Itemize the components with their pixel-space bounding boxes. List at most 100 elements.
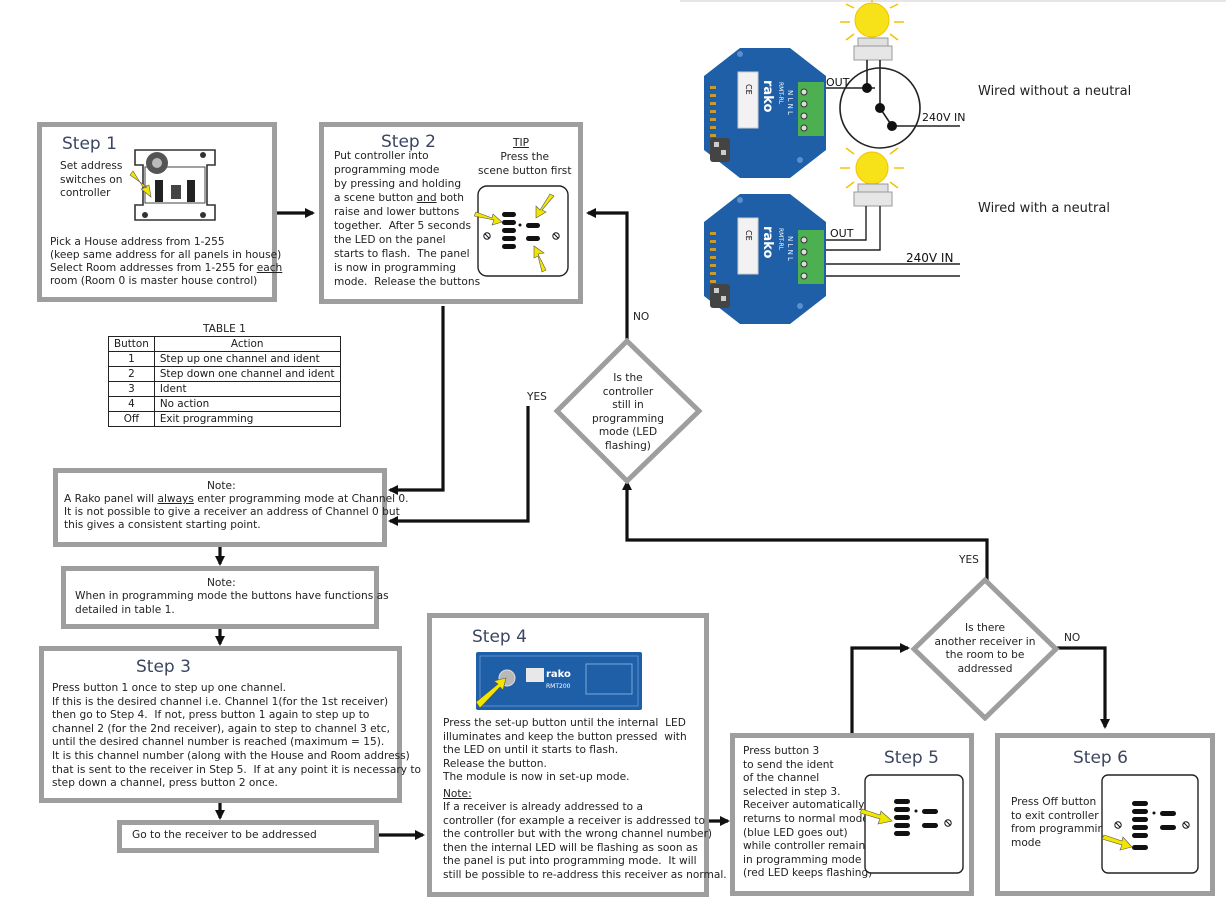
step2-line4: a scene button and both <box>334 192 465 204</box>
table-cell-button: Off <box>108 411 155 427</box>
step2-line7: the LED on the panel <box>334 234 446 246</box>
table-cell-button: 4 <box>108 396 155 412</box>
table1-header-action: Action <box>153 336 341 352</box>
step1-side-text: Set address switches on controller <box>60 160 123 200</box>
decision2-diamond <box>910 577 1060 721</box>
receiver-module-2: CE rako RMT-RL N L N L <box>704 194 826 324</box>
svg-text:N L N L: N L N L <box>786 90 794 115</box>
table1-header-button: Button <box>108 336 155 352</box>
step1-title: Step 1 <box>62 134 117 154</box>
table-cell-action: Exit programming <box>153 411 341 427</box>
note1-line3: this gives a consistent starting point. <box>64 519 261 531</box>
table-cell-button: 2 <box>108 366 155 382</box>
table-cell-button: 3 <box>108 381 155 397</box>
step2-line3: by pressing and holding <box>334 178 462 190</box>
step4-title: Step 4 <box>472 627 527 647</box>
decision2-text: Is there another receiver in the room to… <box>934 622 1036 675</box>
receiver-module-1: CE rako RMT-RL N L N L <box>704 48 826 178</box>
step6-title: Step 6 <box>1073 748 1128 768</box>
step3-text: Press button 1 once to step up one chann… <box>52 682 422 790</box>
receiver-module-image: rako RMT200 <box>476 652 642 710</box>
step2-line10: mode. Release the buttons <box>334 276 481 288</box>
step1-line4: room (Room 0 is master house control) <box>50 275 258 287</box>
note1-box <box>53 468 387 547</box>
table1-caption: TABLE 1 <box>203 323 246 335</box>
keypad-step5-image <box>859 774 964 874</box>
step2-line5: raise and lower buttons <box>334 206 460 218</box>
svg-text:RMT-RL: RMT-RL <box>777 82 784 105</box>
svg-text:rako: rako <box>760 80 775 112</box>
decision1-diamond <box>553 338 703 484</box>
note2-title: Note: <box>207 577 236 589</box>
svg-text:N L N L: N L N L <box>786 236 794 261</box>
decision2-no-label: NO <box>1064 632 1081 644</box>
note2-box <box>61 566 379 629</box>
table1-header-row: Button Action <box>108 336 341 352</box>
wiring-diagram: CE rako RMT-RL N L N L OUT 240V IN <box>680 0 1226 324</box>
out-label-2: OUT <box>830 227 854 240</box>
step2-line6: together. After 5 seconds <box>334 220 471 232</box>
step2-title: Step 2 <box>381 132 436 152</box>
in-label-2: 240V IN <box>906 251 953 265</box>
goto-text: Go to the receiver to be addressed <box>132 829 317 841</box>
decision1-no-label: NO <box>633 311 650 323</box>
decision1-yes-label: YES <box>527 391 547 403</box>
in-label-1: 240V IN <box>922 111 966 124</box>
step2-line1: Put controller into <box>334 150 429 162</box>
note1-title: Note: <box>207 480 236 492</box>
step5-text: Press button 3 to send the ident of the … <box>743 745 873 880</box>
out-label-1: OUT <box>826 76 850 89</box>
arrow-yes-decision1 <box>622 480 989 580</box>
keypad-tip-image <box>474 185 569 277</box>
step5-title: Step 5 <box>884 748 939 768</box>
arrow-step5-decision2 <box>850 643 910 733</box>
decision2-yes-label: YES <box>959 554 979 566</box>
table-cell-action: Step down one channel and ident <box>153 366 341 382</box>
step2-line9: is now in programming <box>334 262 457 274</box>
decision1-text: Is the controller still in programming m… <box>592 372 664 452</box>
wired-with-neutral-label: Wired with a neutral <box>978 201 1110 216</box>
step2-line8: starts to flash. The panel <box>334 248 470 260</box>
note2-text: When in programming mode the buttons hav… <box>75 590 389 616</box>
step1-line3: Select Room addresses from 1-255 for eac… <box>50 262 283 274</box>
goto-box <box>117 820 379 853</box>
svg-text:CE: CE <box>744 84 753 95</box>
module-brand: rako <box>546 669 571 680</box>
tip-text: Press the scene button first <box>478 151 572 177</box>
step4-text: Press the set-up button until the intern… <box>443 717 687 784</box>
bulb-icon <box>840 0 904 61</box>
step1-line2: (keep same address for all panels in hou… <box>50 249 282 261</box>
step4-note-title: Note: <box>443 788 472 800</box>
controller-back-image <box>129 149 216 221</box>
note1-line1: A Rako panel will always enter programmi… <box>64 493 409 505</box>
svg-text:RMT-RL: RMT-RL <box>777 228 784 251</box>
note1-line2: It is not possible to give a receiver an… <box>64 506 400 518</box>
arrow-no-step6 <box>1055 646 1110 729</box>
bulb-icon <box>840 147 904 207</box>
svg-text:rako: rako <box>760 226 775 258</box>
arrow-no-step2 <box>586 208 629 340</box>
tip-title: TIP <box>513 137 529 149</box>
table-cell-action: No action <box>153 396 341 412</box>
table-cell-button: 1 <box>108 351 155 367</box>
table-cell-action: Ident <box>153 381 341 397</box>
step3-title: Step 3 <box>136 657 191 677</box>
step1-line1: Pick a House address from 1-255 <box>50 236 225 248</box>
keypad-step6-image <box>1101 774 1199 874</box>
step4-note-text: If a receiver is already addressed to a … <box>443 801 727 881</box>
step2-line2: programming mode <box>334 164 440 176</box>
wired-without-neutral-label: Wired without a neutral <box>978 84 1132 99</box>
table-cell-action: Step up one channel and ident <box>153 351 341 367</box>
step3-box <box>39 646 402 803</box>
svg-text:CE: CE <box>744 230 753 241</box>
arrow-decision1-note1 <box>388 406 530 526</box>
step6-text: Press Off button to exit controller from… <box>1011 796 1111 849</box>
module-model: RMT200 <box>546 683 571 690</box>
